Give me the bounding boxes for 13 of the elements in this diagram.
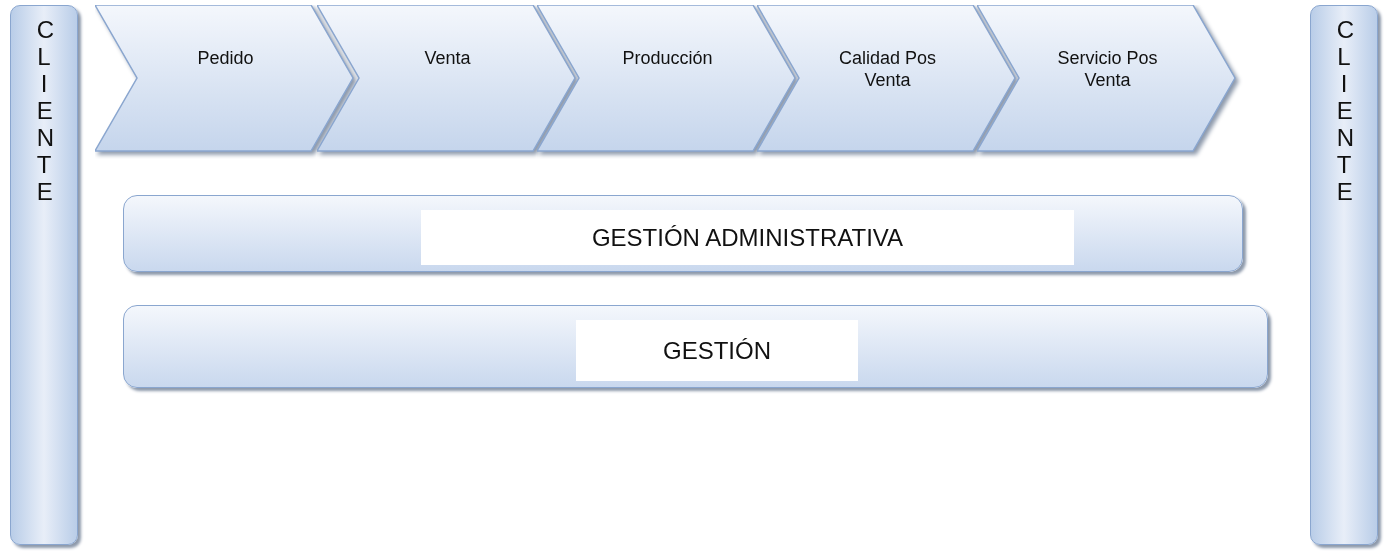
vertical-label: CLIENTE <box>1336 16 1352 205</box>
band-panel <box>123 305 1268 388</box>
vertical-label: CLIENTE <box>36 16 52 205</box>
step-label: Venta <box>423 47 472 69</box>
side-bar <box>10 5 78 545</box>
band-label: GESTIÓN ADMINISTRATIVA <box>421 210 1074 265</box>
side-bar <box>1310 5 1378 545</box>
step-label: Pedido <box>196 47 255 69</box>
step-label: Calidad Pos Venta <box>837 47 938 91</box>
step-label: Servicio Pos Venta <box>1056 47 1159 91</box>
band-label: GESTIÓN <box>576 320 858 381</box>
band-panel <box>123 195 1243 272</box>
step-label: Producción <box>621 47 714 69</box>
